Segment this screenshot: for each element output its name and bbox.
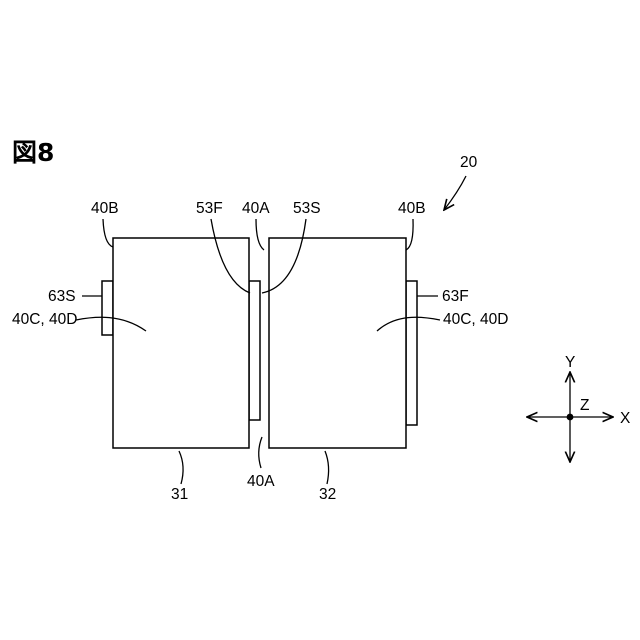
label-63s: 63S bbox=[48, 288, 76, 305]
axis-label-z: Z bbox=[580, 397, 589, 414]
axis-label-y: Y bbox=[565, 354, 575, 371]
center-plate bbox=[249, 281, 260, 420]
label-31: 31 bbox=[171, 486, 188, 503]
label-40a-bottom: 40A bbox=[247, 473, 275, 490]
leader-31 bbox=[179, 451, 183, 484]
figure-title: 図8 bbox=[12, 138, 54, 167]
label-63f: 63F bbox=[442, 288, 469, 305]
label-40b-left: 40B bbox=[91, 200, 119, 217]
side-plate-63f bbox=[406, 281, 417, 425]
label-40b-right: 40B bbox=[398, 200, 426, 217]
leader-32 bbox=[325, 451, 329, 484]
label-40a-top: 40A bbox=[242, 200, 270, 217]
block-32 bbox=[269, 238, 406, 448]
axis-label-x: X bbox=[620, 410, 631, 427]
label-32: 32 bbox=[319, 486, 336, 503]
label-40cd-left: 40C, 40D bbox=[12, 311, 77, 328]
block-31 bbox=[113, 238, 249, 448]
leader-40a-bottom bbox=[259, 437, 262, 468]
leader-40b-right bbox=[406, 219, 413, 250]
assembly-label: 20 bbox=[460, 154, 478, 171]
leader-40a-top bbox=[256, 219, 264, 250]
coordinate-axes: Y Z X bbox=[527, 354, 631, 462]
leader-40b-left bbox=[103, 219, 113, 247]
assembly-arrow bbox=[444, 176, 466, 210]
axis-z-origin bbox=[567, 414, 574, 421]
label-53f: 53F bbox=[196, 200, 223, 217]
side-plate-63s bbox=[102, 281, 113, 335]
label-40cd-right: 40C, 40D bbox=[443, 311, 508, 328]
label-53s: 53S bbox=[293, 200, 321, 217]
